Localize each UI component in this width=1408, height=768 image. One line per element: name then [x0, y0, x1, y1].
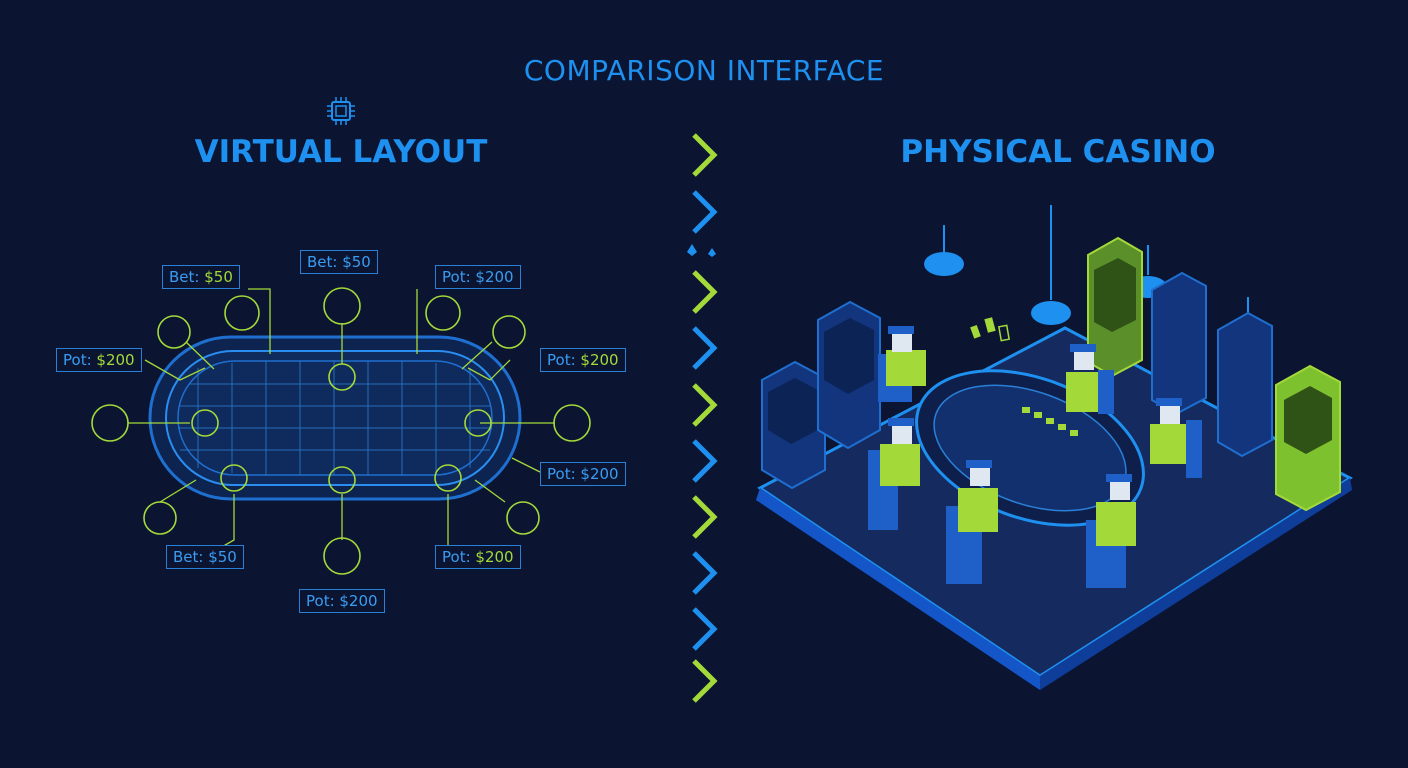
bet-label: Bet: $50 [162, 265, 240, 289]
physical-casino-title: PHYSICAL CASINO [900, 134, 1216, 170]
chevron-right-icon [692, 551, 718, 595]
casino-chips [1022, 407, 1078, 436]
seat-circle [191, 409, 219, 437]
seat-circle [506, 501, 540, 535]
pot-label: Pot: $200 [56, 348, 142, 372]
chevron-column [692, 133, 718, 703]
chevron-right-icon [692, 270, 718, 314]
virtual-layout-title: VIRTUAL LAYOUT [194, 134, 488, 170]
pot-label: Pot: $200 [540, 348, 626, 372]
bet-label: Bet: $50 [300, 250, 378, 274]
connector-lines [128, 288, 555, 549]
chevron-right-icon [692, 659, 718, 703]
seat-circle [464, 409, 492, 437]
casino-players [868, 326, 1202, 588]
seat-circle [323, 287, 361, 325]
chevron-right-icon [692, 383, 718, 427]
page-title: COMPARISON INTERFACE [523, 54, 885, 87]
seat-circles [91, 287, 591, 575]
chip-icon [327, 97, 355, 125]
seat-circle [425, 295, 461, 331]
seat-circle [323, 537, 361, 575]
seat-circle [143, 501, 177, 535]
pot-label: Pot: $200 [299, 589, 385, 613]
player [878, 326, 926, 402]
pot-label: Pot: $200 [540, 462, 626, 486]
player [868, 418, 920, 530]
chevron-right-icon [692, 190, 718, 234]
bet-label: Bet: $50 [166, 545, 244, 569]
seat-circle [492, 315, 526, 349]
table-grid [178, 361, 492, 475]
player [1150, 398, 1202, 478]
chevron-right-icon [692, 439, 718, 483]
floating-cards [970, 317, 1011, 342]
seat-circle [328, 466, 356, 494]
chevron-right-icon [692, 607, 718, 651]
chevron-right-icon [692, 326, 718, 370]
chevron-right-icon [692, 495, 718, 539]
seat-circle [220, 464, 248, 492]
chevron-dots [687, 244, 716, 257]
seat-circle [157, 315, 191, 349]
seat-circle [553, 404, 591, 442]
chevron-right-icon [692, 133, 718, 177]
casino-scene [756, 205, 1353, 690]
player [1066, 344, 1114, 414]
pot-label: Pot: $200 [435, 265, 521, 289]
pot-label: Pot: $200 [435, 545, 521, 569]
seat-circle [91, 404, 129, 442]
seat-circle [328, 363, 356, 391]
seat-circle [224, 295, 260, 331]
seat-circle [434, 464, 462, 492]
player [946, 460, 998, 584]
player [1086, 474, 1136, 588]
slot-machines [761, 236, 1341, 512]
